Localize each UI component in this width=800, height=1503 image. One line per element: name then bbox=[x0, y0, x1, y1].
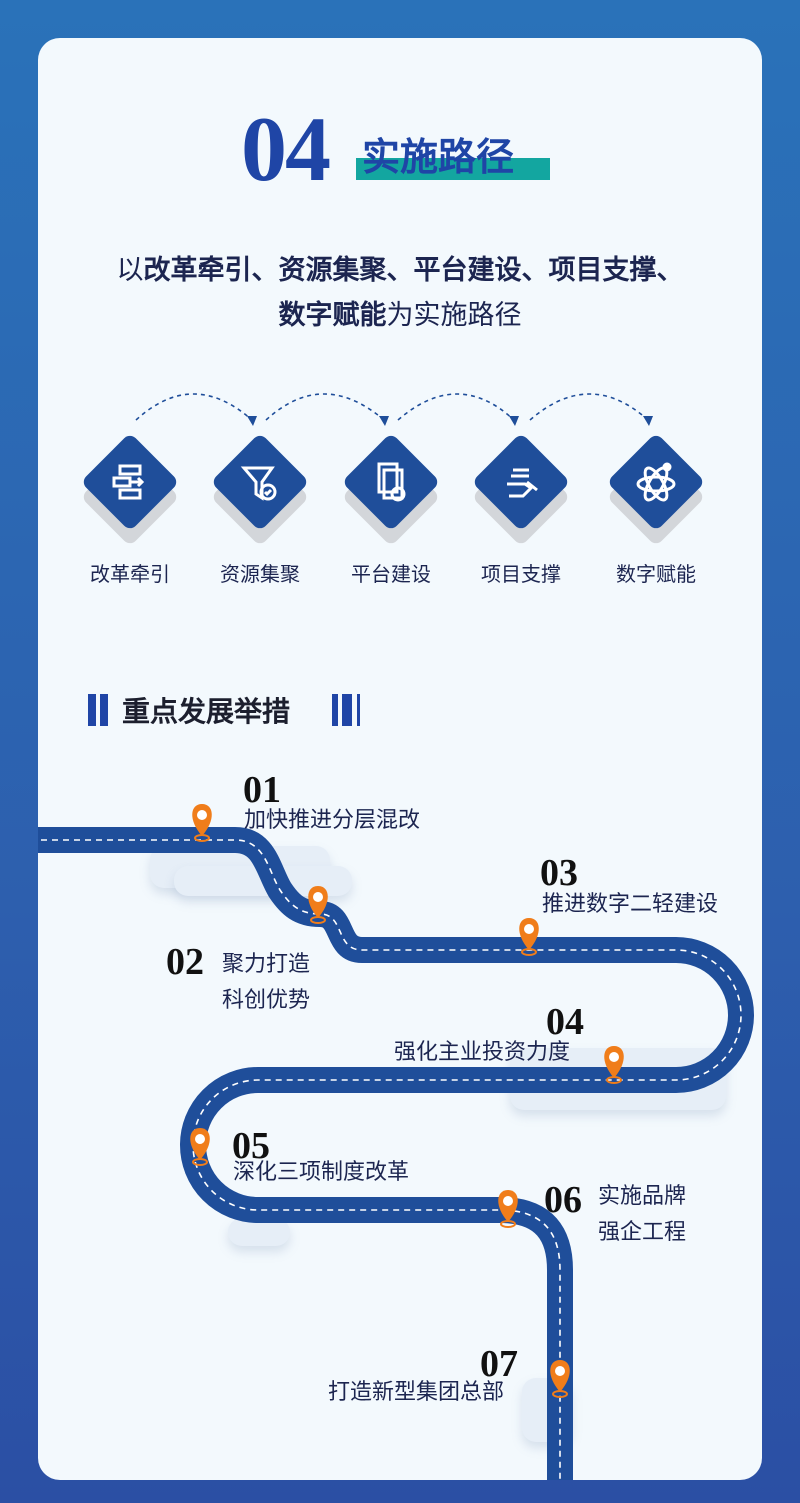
path-label: 项目支撑 bbox=[481, 564, 561, 586]
path-item-icon bbox=[606, 432, 706, 547]
intro-keyword: 平台建设 bbox=[413, 255, 522, 285]
title-underline bbox=[356, 158, 550, 180]
measure-text: 科创优势 bbox=[222, 987, 311, 1012]
intro-keyword: 数字赋能 bbox=[278, 300, 387, 330]
measure-number: 07 bbox=[480, 1343, 518, 1385]
measure-number: 02 bbox=[166, 941, 204, 983]
atom-icon bbox=[636, 462, 676, 502]
sep: 、 bbox=[386, 255, 414, 285]
path-item-icon bbox=[80, 432, 180, 547]
map-pin-icon bbox=[604, 1046, 624, 1084]
measure-number: 01 bbox=[243, 769, 281, 811]
section-bar-icon bbox=[357, 694, 360, 726]
intro-line-2: 数字赋能为实施路径 bbox=[38, 293, 762, 332]
measure-text: 实施品牌 bbox=[598, 1183, 687, 1208]
map-pin-icon bbox=[192, 804, 212, 842]
sep: 、 bbox=[251, 255, 279, 285]
measure-number: 05 bbox=[232, 1125, 270, 1167]
map-pin-icon bbox=[519, 918, 539, 956]
map-pin-icon bbox=[308, 886, 328, 924]
section-bar-icon bbox=[88, 694, 96, 726]
path-label: 资源集聚 bbox=[220, 564, 300, 586]
measure-text: 强化主业投资力度 bbox=[394, 1039, 571, 1064]
measure-text: 推进数字二轻建设 bbox=[542, 891, 719, 916]
section-number: 04 bbox=[241, 98, 331, 200]
path-label: 平台建设 bbox=[351, 564, 431, 586]
path-item-icon bbox=[210, 432, 310, 547]
hand-support-icon bbox=[507, 468, 538, 498]
measure-number: 04 bbox=[546, 1001, 584, 1043]
section-bar-icon bbox=[332, 694, 338, 726]
path-item-icon bbox=[471, 432, 571, 547]
path-label: 改革牵引 bbox=[90, 564, 170, 586]
content-card: 04 实施路径 以改革牵引、资源集聚、平台建设、项目支撑、 数字赋能为实施路径 … bbox=[38, 38, 762, 1480]
funnel-check-icon bbox=[240, 466, 277, 501]
road bbox=[38, 804, 754, 1480]
measure-number: 03 bbox=[540, 852, 578, 894]
measure-text: 聚力打造 bbox=[222, 951, 311, 976]
intro-text: 以 bbox=[116, 255, 144, 285]
path-label: 数字赋能 bbox=[616, 564, 696, 586]
section-title: 重点发展举措 bbox=[122, 696, 291, 727]
sep: 、 bbox=[656, 255, 684, 285]
intro-keyword: 改革牵引 bbox=[143, 255, 252, 285]
page-title: 实施路径 bbox=[362, 137, 515, 179]
measure-text: 强企工程 bbox=[598, 1219, 687, 1244]
section-bar-icon bbox=[100, 694, 108, 726]
measure-text: 打造新型集团总部 bbox=[328, 1379, 505, 1404]
intro-keyword: 项目支撑 bbox=[548, 255, 657, 285]
flow-chart-icon bbox=[112, 464, 145, 500]
documents-user-icon bbox=[377, 462, 406, 502]
section-bar-icon bbox=[342, 694, 352, 726]
intro-keyword: 资源集聚 bbox=[278, 255, 387, 285]
road-center-line bbox=[38, 839, 742, 1480]
intro-line-1: 以改革牵引、资源集聚、平台建设、项目支撑、 bbox=[38, 248, 762, 287]
measure-number: 06 bbox=[544, 1179, 582, 1221]
intro-text: 为实施路径 bbox=[386, 300, 522, 330]
sep: 、 bbox=[521, 255, 549, 285]
measure-text: 加快推进分层混改 bbox=[244, 807, 421, 832]
map-pin-icon bbox=[498, 1190, 518, 1228]
map-pin-icon bbox=[190, 1128, 210, 1166]
map-pin-icon bbox=[550, 1360, 570, 1398]
flow-arrows bbox=[135, 393, 653, 426]
path-item-icon bbox=[341, 432, 441, 547]
measure-text: 深化三项制度改革 bbox=[233, 1159, 410, 1184]
